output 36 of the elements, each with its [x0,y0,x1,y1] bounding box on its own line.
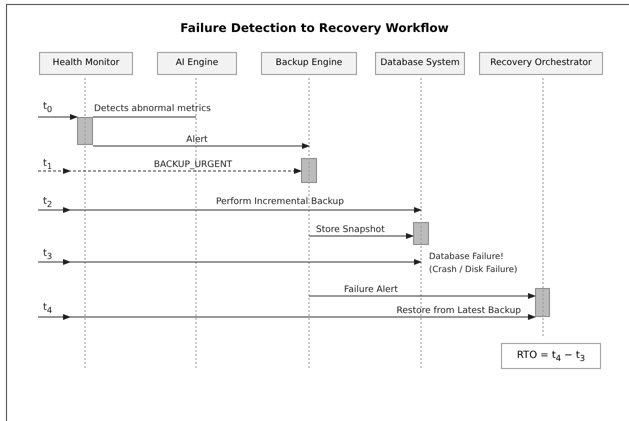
edge-label: Perform Incremental Backup [216,197,344,208]
edge-label: Failure Alert [344,285,398,296]
arrow [92,143,310,149]
lifeline [307,78,311,370]
edge-label: Store Snapshot [316,225,385,236]
formula-box: RTO = t$_{4}$ − t$_{3}$ [501,343,601,369]
edge-label: BACKUP_URGENT [154,160,232,171]
arrow [308,293,536,299]
edge-label: Alert [186,135,208,146]
lifeline [541,78,545,336]
participant-box: Recovery Orchestrator [479,52,603,75]
time-label: t$_{2}$ [43,196,52,210]
time-label: t$_{1}$ [43,158,52,172]
activation-bar [413,222,429,245]
edge-label: Detects abnormal metrics [94,104,211,115]
line [92,116,196,118]
time-label: t$_{3}$ [43,248,52,262]
lifeline [83,78,87,370]
activation-bar [301,158,317,183]
participant-box: Backup Engine [261,52,357,75]
diagram-title: Failure Detection to Recovery Workflow [179,21,450,35]
participant-box: Health Monitor [39,52,133,75]
activation-bar [535,288,550,317]
participant-box: AI Engine [157,52,237,75]
activation-bar [77,117,93,145]
participant-box: Database System [375,52,465,75]
time-label: t$_{0}$ [43,101,52,115]
arrow [38,314,536,320]
arrow [38,114,78,120]
edge-label: Restore from Latest Backup [396,306,521,317]
arrow [308,233,414,239]
arrow [38,207,422,213]
time-label: t$_{4}$ [43,302,52,316]
arrow [38,168,302,174]
edge-label: Database Failure! (Crash / Disk Failure) [429,251,518,277]
arrow [38,259,422,265]
